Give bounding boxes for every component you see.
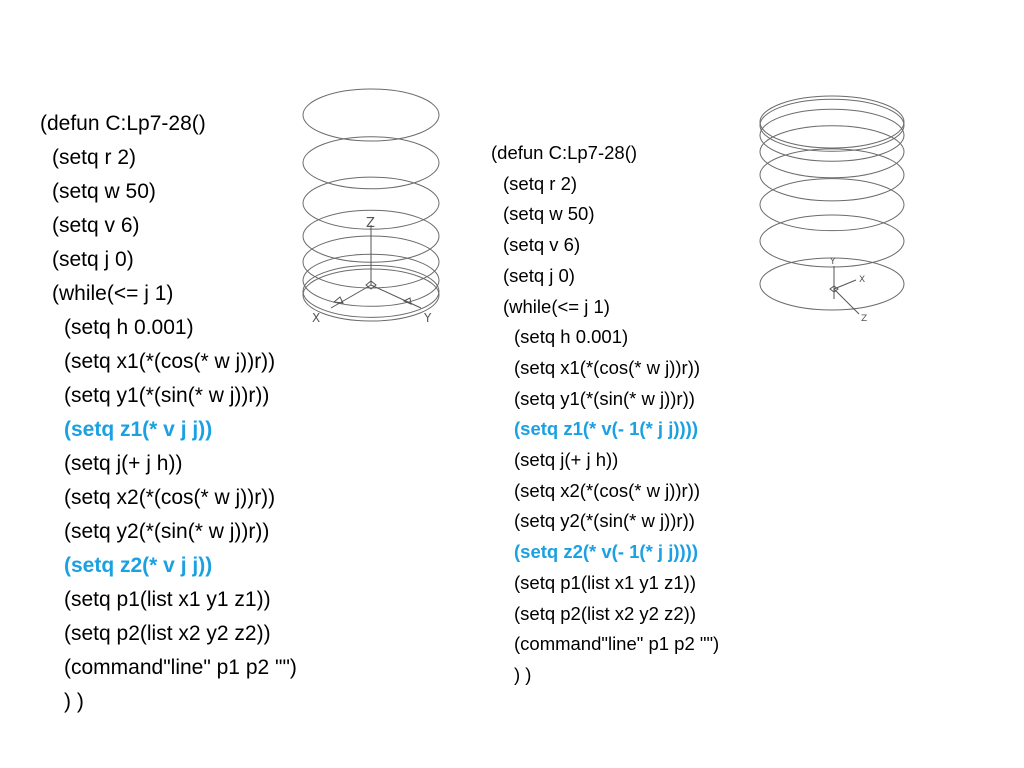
right-z-axis-line (833, 288, 860, 315)
code-line: (setq y2(*(sin(* w j))r)) (64, 520, 270, 543)
helix-ring (759, 95, 905, 149)
code-line: (setq w 50) (52, 180, 156, 203)
code-line: (command"line" p1 p2 "") (514, 633, 720, 655)
left-x-arrow-icon (332, 296, 344, 304)
helix-ring (759, 257, 905, 311)
helix-ring (302, 136, 440, 190)
left-helix-rings (302, 88, 440, 322)
code-line: (while(<= j 1) (52, 282, 174, 305)
code-line: (command"line" p1 p2 "") (64, 656, 297, 679)
right-helix-rings (759, 95, 905, 311)
helix-ring (759, 98, 905, 152)
code-line: (setq z1(* v(- 1(* j j)))) (514, 418, 698, 440)
code-line: (setq j(+ j h)) (514, 449, 619, 471)
left-y-arrow-icon (402, 297, 412, 305)
code-line: (setq p2(list x2 y2 z2)) (514, 602, 696, 624)
code-line: (defun C:Lp7-28() (491, 142, 638, 163)
code-line: (setq r 2) (503, 172, 578, 194)
code-line: (setq y1(*(sin(* w j))r)) (64, 384, 270, 407)
left-code-listing: (defun C:Lp7-28() (setq r 2) (setq w 50) (s… (40, 107, 297, 719)
code-line: (setq w 50) (503, 203, 595, 225)
helix-ring (759, 148, 905, 202)
code-line: (setq y2(*(sin(* w j))r)) (514, 510, 695, 532)
code-line: (setq x1(*(cos(* w j))r)) (64, 350, 276, 373)
code-line: (setq j(+ j h)) (64, 452, 183, 475)
left-helix-figure: Z X Y (302, 88, 440, 325)
code-line: (setq z1(* v j j)) (64, 418, 213, 441)
code-line: (setq y1(*(sin(* w j))r)) (514, 387, 695, 409)
left-x-axis-line (330, 284, 372, 309)
helix-ring (759, 108, 905, 162)
left-y-axis-label: Y (423, 311, 432, 325)
code-line: (setq v 6) (52, 214, 140, 237)
code-line: (setq j 0) (52, 248, 134, 271)
code-line: ) ) (514, 663, 532, 685)
code-line: (setq x1(*(cos(* w j))r)) (514, 356, 701, 378)
code-line: (setq v 6) (503, 234, 581, 256)
code-line: (setq p1(list x1 y1 z1)) (64, 588, 271, 611)
code-line: (defun C:Lp7-28() (40, 112, 206, 135)
code-line: (setq x2(*(cos(* w j))r)) (64, 486, 276, 509)
code-line: (setq p1(list x1 y1 z1)) (514, 571, 696, 593)
right-x-axis-label: X (859, 275, 865, 285)
code-line: (setq h 0.001) (514, 326, 629, 348)
helix-ring (759, 125, 905, 179)
right-code-listing: (defun C:Lp7-28() (setq r 2) (setq w 50) (s… (491, 138, 719, 691)
right-x-axis-line (833, 279, 857, 290)
code-line: (setq x2(*(cos(* w j))r)) (514, 479, 701, 501)
left-axis-icon (330, 225, 422, 309)
left-x-axis-label: X (312, 311, 320, 325)
left-axis-origin-icon (365, 280, 377, 290)
right-helix-figure: Y X Z (759, 95, 905, 324)
code-line: (setq j 0) (503, 264, 575, 286)
left-z-axis-label: Z (366, 216, 375, 231)
code-line: (setq r 2) (52, 146, 137, 169)
code-line: (setq p2(list x2 y2 z2)) (64, 622, 271, 645)
code-line: (setq z2(* v j j)) (64, 554, 213, 577)
helix-ring (302, 88, 440, 142)
helix-ring (759, 214, 905, 268)
code-line: ) ) (64, 690, 84, 713)
code-line: (setq z2(* v(- 1(* j j)))) (514, 541, 698, 563)
code-line: (setq h 0.001) (64, 316, 194, 339)
right-axis-origin-icon (829, 285, 839, 293)
left-y-axis-line (370, 284, 422, 309)
helix-ring (759, 178, 905, 232)
right-z-axis-label: Z (861, 314, 867, 324)
right-axis-icon (829, 266, 860, 315)
right-y-axis-label: Y (829, 257, 836, 267)
code-line: (while(<= j 1) (503, 295, 610, 317)
